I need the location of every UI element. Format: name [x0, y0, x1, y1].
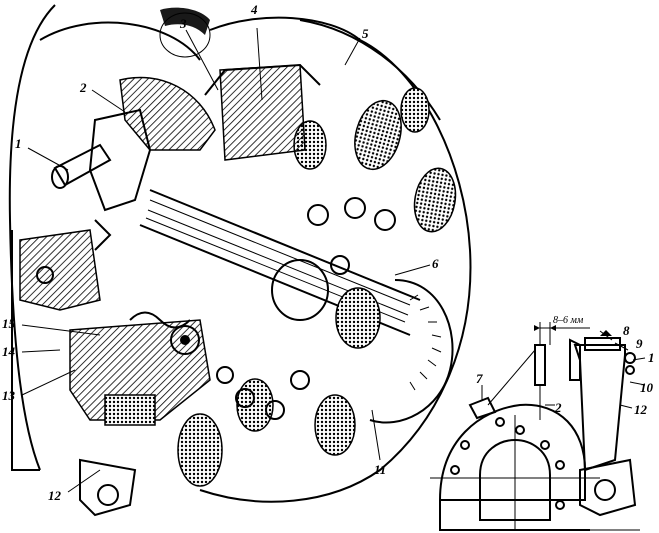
main-assembly-drawing [8, 4, 472, 517]
label-6: 6 [432, 256, 439, 271]
label-14: 14 [2, 344, 16, 359]
label-11: 11 [374, 462, 386, 477]
label-3: 3 [179, 16, 187, 31]
inset-label-9: 9 [636, 336, 643, 351]
inset-label-8: 8 [623, 323, 630, 338]
inset-label-7: 7 [476, 371, 483, 386]
inset-label-2: 2 [554, 400, 562, 415]
inset-label-1: 1 [648, 350, 655, 365]
inset-adjustment-drawing: 8–6 мм [430, 315, 646, 531]
label-4: 4 [250, 2, 258, 17]
leader-lines [21, 27, 431, 493]
label-12: 12 [48, 488, 62, 503]
label-15: 15 [2, 316, 16, 331]
label-5: 5 [362, 26, 369, 41]
label-2: 2 [79, 80, 87, 95]
inset-label-12: 12 [634, 402, 648, 417]
dimension-label: 8–6 мм [553, 315, 584, 326]
main-labels: 1 2 3 4 5 6 11 12 13 14 15 [2, 2, 439, 503]
label-13: 13 [2, 388, 16, 403]
inset-labels: 1 2 7 8 9 10 12 [476, 323, 655, 417]
inset-label-10: 10 [640, 380, 654, 395]
label-1: 1 [15, 136, 22, 151]
